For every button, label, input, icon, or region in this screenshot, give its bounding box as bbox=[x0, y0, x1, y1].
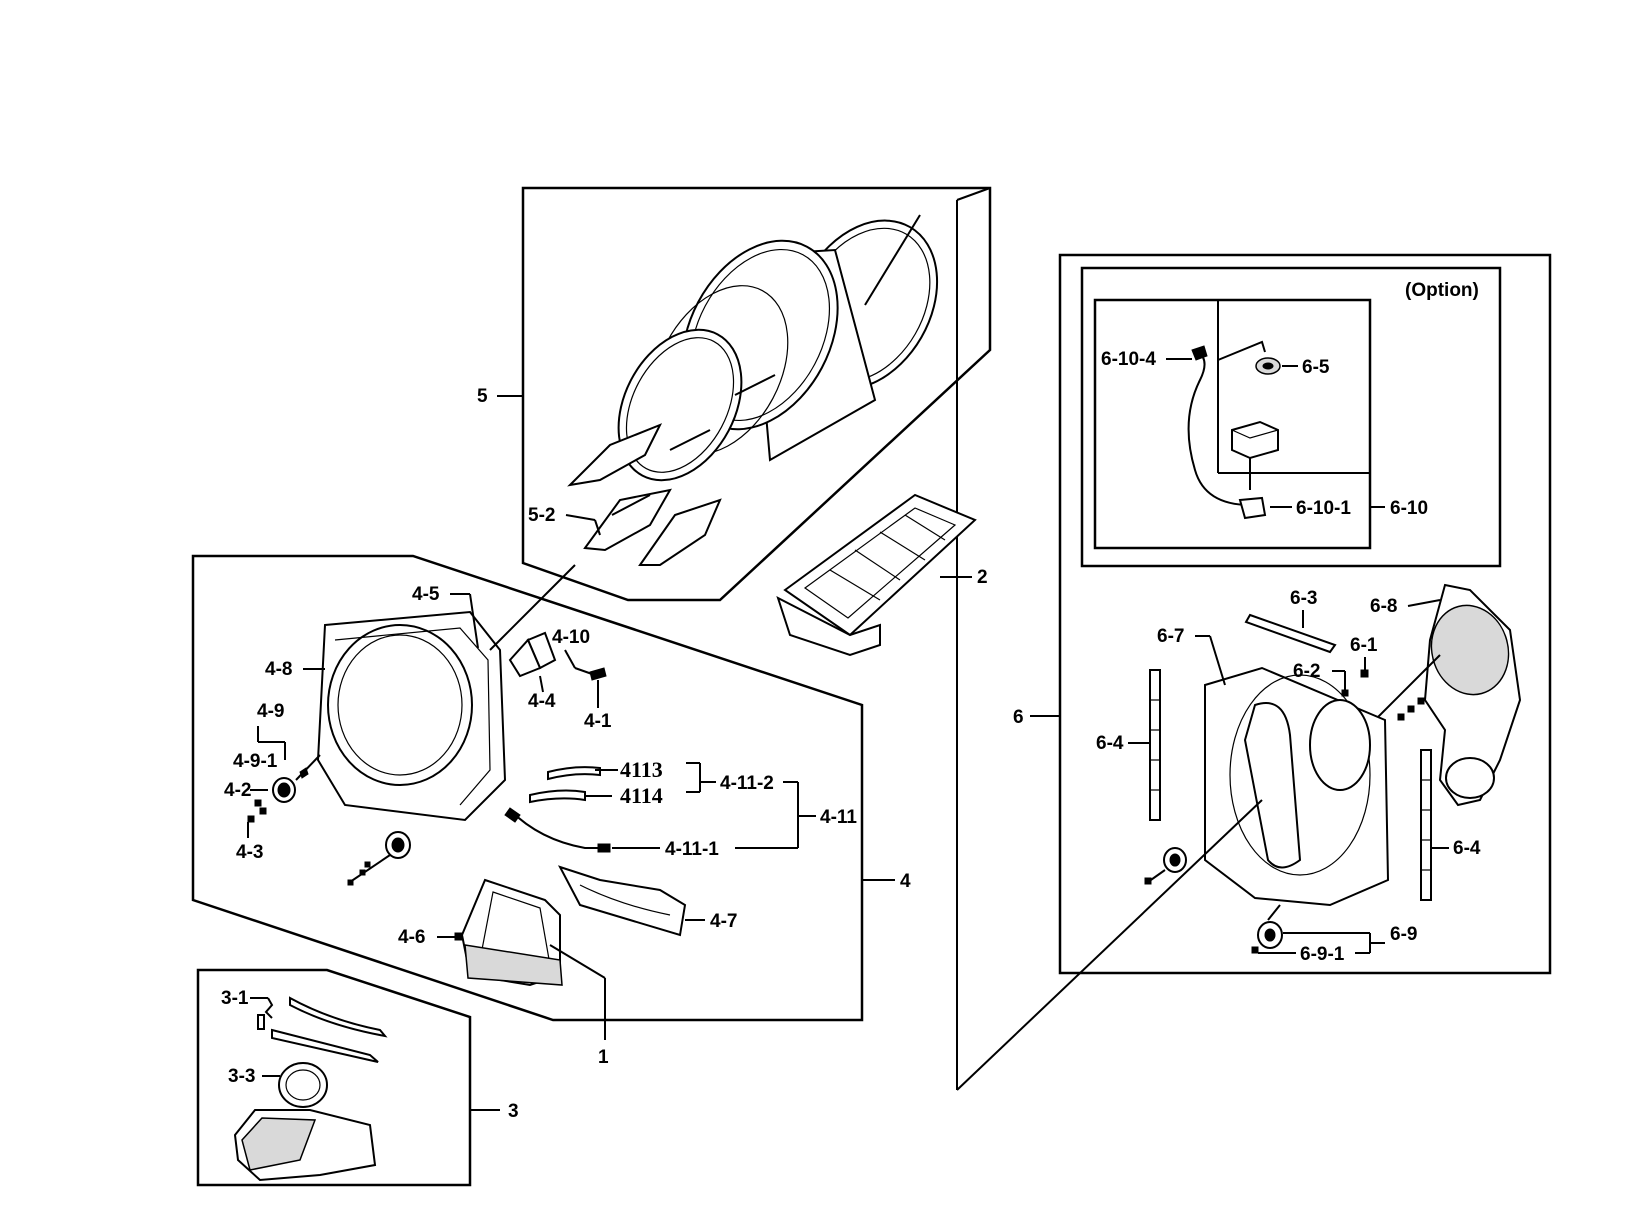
label-4113: 4113 bbox=[620, 757, 663, 782]
label-6-7: 6-7 bbox=[1157, 626, 1184, 647]
valve bbox=[1238, 496, 1267, 520]
label-1: 1 bbox=[598, 1047, 609, 1068]
bracket-6-3 bbox=[1244, 613, 1337, 654]
option-frame bbox=[1080, 266, 1502, 568]
wire-harness-4-11-1 bbox=[509, 809, 605, 849]
label-6-10: 6-10 bbox=[1390, 498, 1428, 519]
label-3-3: 3-3 bbox=[228, 1066, 255, 1087]
label-6-4-left: 6-4 bbox=[1096, 733, 1124, 754]
label-6-4-right: 6-4 bbox=[1453, 838, 1481, 859]
label-3-1: 3-1 bbox=[221, 988, 249, 1009]
rail-left bbox=[1149, 669, 1161, 821]
label-4-4: 4-4 bbox=[528, 691, 556, 712]
label-4-5: 4-5 bbox=[412, 584, 440, 605]
label-6: 6 bbox=[1013, 707, 1024, 728]
group-4-front-frame: 4-5 4-8 4-10 4-4 4-1 4-9 4-9-1 4-2 4-3 bbox=[191, 554, 911, 1068]
label-4-9: 4-9 bbox=[257, 701, 284, 722]
label-4-1: 4-1 bbox=[584, 711, 612, 732]
part-2-filter: 2 bbox=[776, 493, 988, 657]
label-5-2: 5-2 bbox=[528, 505, 555, 526]
label-6-2: 6-2 bbox=[1293, 661, 1320, 682]
drum-lifter bbox=[583, 488, 672, 552]
door-opening bbox=[327, 624, 473, 786]
seal-strip bbox=[289, 996, 388, 1038]
label-6-5: 6-5 bbox=[1302, 357, 1330, 378]
label-4: 4 bbox=[900, 871, 911, 892]
label-4-3: 4-3 bbox=[236, 842, 263, 863]
group-4-frame bbox=[191, 554, 864, 1022]
group-3-frame bbox=[196, 968, 472, 1187]
group-6-frame bbox=[1058, 253, 1552, 975]
label-3: 3 bbox=[508, 1101, 519, 1122]
group-6: (Option) 6-10-4 6-5 6-10-1 6-10 6-3 6-8 bbox=[956, 253, 1552, 1091]
label-4114: 4114 bbox=[620, 783, 663, 808]
rear-panel bbox=[1204, 666, 1390, 907]
label-2: 2 bbox=[977, 567, 988, 588]
drum-opening bbox=[1309, 699, 1371, 791]
label-4-11-1: 4-11-1 bbox=[665, 839, 719, 860]
drum-lifter bbox=[567, 423, 663, 487]
lint-housing-bracket bbox=[557, 865, 687, 937]
water-valve-module bbox=[1231, 420, 1279, 460]
wire-harness-4114 bbox=[529, 789, 586, 804]
wire-harness-4113 bbox=[547, 766, 601, 781]
label-6-1: 6-1 bbox=[1350, 635, 1378, 656]
option-caption: (Option) bbox=[1405, 280, 1479, 301]
label-6-9: 6-9 bbox=[1390, 924, 1417, 945]
label-6-9-1: 6-9-1 bbox=[1300, 944, 1345, 965]
duct-outlet bbox=[1445, 757, 1495, 799]
label-6-3: 6-3 bbox=[1290, 588, 1317, 609]
label-6-10-1: 6-10-1 bbox=[1296, 498, 1351, 519]
seal-strip bbox=[271, 1028, 379, 1063]
fan-grille bbox=[1430, 604, 1510, 696]
wire-harness-6-10-4 bbox=[1187, 351, 1251, 506]
label-4-11: 4-11 bbox=[820, 807, 857, 828]
drum-lifter bbox=[638, 498, 722, 566]
label-4-9-1: 4-9-1 bbox=[233, 751, 278, 772]
duct-slot bbox=[1243, 702, 1302, 869]
rail-right bbox=[1420, 749, 1432, 901]
group-3: 3-1 3-3 3 bbox=[196, 968, 519, 1187]
label-6-8: 6-8 bbox=[1370, 596, 1397, 617]
lint-filter bbox=[783, 493, 977, 637]
screw bbox=[589, 667, 607, 681]
label-4-2: 4-2 bbox=[224, 780, 251, 801]
label-4-10: 4-10 bbox=[552, 627, 590, 648]
group-5-drum: 5 5-2 bbox=[477, 186, 992, 1090]
label-4-7: 4-7 bbox=[710, 911, 737, 932]
label-4-6: 4-6 bbox=[398, 927, 425, 948]
label-4-8: 4-8 bbox=[265, 659, 292, 680]
label-4-11-2: 4-11-2 bbox=[720, 773, 774, 794]
label-5: 5 bbox=[477, 386, 488, 407]
label-6-10-4: 6-10-4 bbox=[1101, 349, 1156, 370]
option-sub-frame bbox=[1093, 298, 1372, 550]
